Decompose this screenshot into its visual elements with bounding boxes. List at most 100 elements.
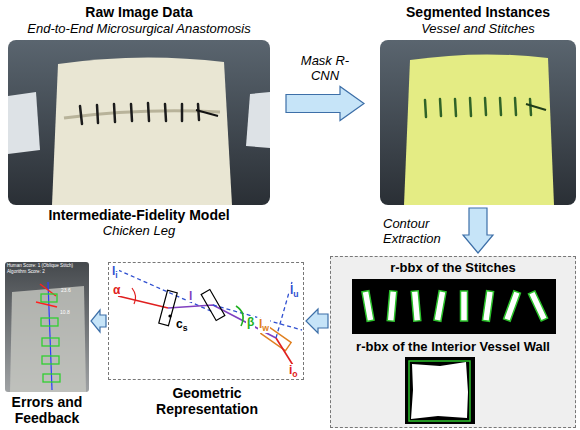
stitch-boxes (42, 356, 59, 364)
stitch-boxes (387, 291, 397, 321)
stitch-boxes (461, 291, 468, 321)
symbol-label: lw (258, 318, 270, 333)
panel-heading: r-bbx of the Stitches (390, 260, 516, 276)
stitch-masks (485, 98, 486, 115)
symbol-label: α (112, 284, 121, 296)
stitch-masks (455, 99, 456, 116)
stitch-masks (425, 98, 531, 117)
mask-ground (405, 357, 475, 424)
panel-heading: Geometric Representation (142, 385, 272, 417)
stitch-boxes (528, 291, 547, 321)
paper-scrap (246, 92, 270, 148)
symbol-label: lu (289, 284, 300, 299)
angle-arc (236, 306, 243, 326)
feedback-photo (5, 262, 89, 392)
symbol-subscript: i (115, 270, 117, 280)
vessel-mask (404, 54, 554, 205)
measure-value: 23.6 (61, 288, 71, 293)
stitch-boxes (43, 374, 60, 382)
paper-scrap (8, 92, 40, 154)
symbol-main: i (289, 363, 292, 377)
stitch-boxes (42, 338, 59, 346)
tissue (10, 286, 86, 392)
needle (196, 110, 218, 116)
stitches (80, 106, 82, 124)
edge-label: Contour Extraction (383, 216, 457, 246)
stitches (148, 103, 149, 121)
block-arrow (286, 87, 364, 121)
panel-subheading: Vessel and Stitches (421, 21, 535, 37)
score-text: Human Score: 1 (Oblique Stitch) (7, 264, 73, 269)
measure-value: 10.8 (60, 310, 70, 315)
symbol-label: l (188, 290, 193, 302)
panel-subheading: Intermediate-Fidelity Model (48, 207, 229, 224)
stitch-bbox-image (352, 279, 556, 334)
stitch-boxes (362, 291, 374, 322)
vessel-wall-image (405, 357, 475, 424)
center-dot (168, 314, 171, 317)
panel-heading: Errors and Feedback (5, 394, 89, 426)
stitches (131, 104, 132, 121)
stitch-masks (515, 98, 516, 115)
block-arrow (463, 208, 493, 253)
stitch-masks (425, 100, 426, 117)
symbol-main: l (112, 264, 115, 278)
geometry-sketch (118, 270, 302, 370)
segmented-image-panel: Segmented InstancesVessel and Stitches (380, 2, 576, 205)
symbol-subscript: o (292, 369, 297, 379)
contour-panel: r-bbx of the Stitches r-bbx of the Interi… (330, 256, 576, 428)
stitches (97, 105, 98, 123)
wall-box (409, 361, 470, 421)
stitch-masks (530, 99, 531, 115)
stitch-boxes (434, 291, 446, 322)
stitch-masks (500, 98, 501, 115)
stitch-boxes (482, 291, 493, 322)
stitches (165, 104, 166, 121)
seam (64, 111, 220, 118)
panel-subheading: Chicken Leg (103, 223, 175, 239)
panel-ground (330, 256, 576, 428)
angle-line (118, 296, 168, 308)
symbol-main: c (176, 317, 183, 331)
stitches (181, 104, 184, 121)
error-line (36, 302, 57, 307)
block-arrow (306, 309, 328, 333)
symbol-label: cs (175, 318, 188, 333)
stitch-boxes (41, 318, 58, 326)
stitch-masks (440, 99, 441, 116)
stitch-boxes (41, 294, 57, 302)
feedback-image-panel: Errors and Feedback (5, 262, 89, 392)
symbol-subscript: s (183, 323, 188, 333)
stitch-boxes (411, 291, 421, 321)
symbol-label: β (246, 316, 255, 328)
symbol-subscript: w (262, 323, 269, 333)
vessel-wall (411, 362, 468, 419)
needle (526, 104, 546, 110)
stitch-masks (470, 98, 471, 116)
stitch-boxes (504, 291, 521, 322)
geometry-panel: Geometric Representation (108, 262, 304, 380)
symbol-main: l (290, 283, 293, 297)
photo-ground (5, 262, 89, 392)
block-arrow (91, 310, 106, 332)
raw-photo (8, 40, 270, 205)
symbol-label: li (111, 265, 119, 280)
symbol-subscript: u (293, 289, 298, 299)
stitches (114, 104, 115, 122)
symbol-label: io (288, 364, 299, 379)
chicken-tissue (52, 57, 232, 205)
stitch-boxes (41, 294, 60, 382)
panel-heading: Segmented Instances (406, 4, 550, 21)
stitch-box (201, 290, 225, 321)
stitch-boxes (362, 291, 548, 322)
symbol-main: l (259, 317, 262, 331)
score-text: Algorithm Score: 2 (7, 270, 45, 275)
photo-ground (8, 40, 270, 205)
panel-heading: Raw Image Data (85, 4, 192, 21)
photo-ground (380, 40, 576, 205)
angle-arc (132, 288, 136, 304)
raw-image-panel: Raw Image DataEnd-to-End Microsurgical A… (8, 2, 270, 240)
stitches (198, 104, 199, 120)
panel-subheading: r-bbx of the Interior Vessel Wall (356, 339, 550, 355)
